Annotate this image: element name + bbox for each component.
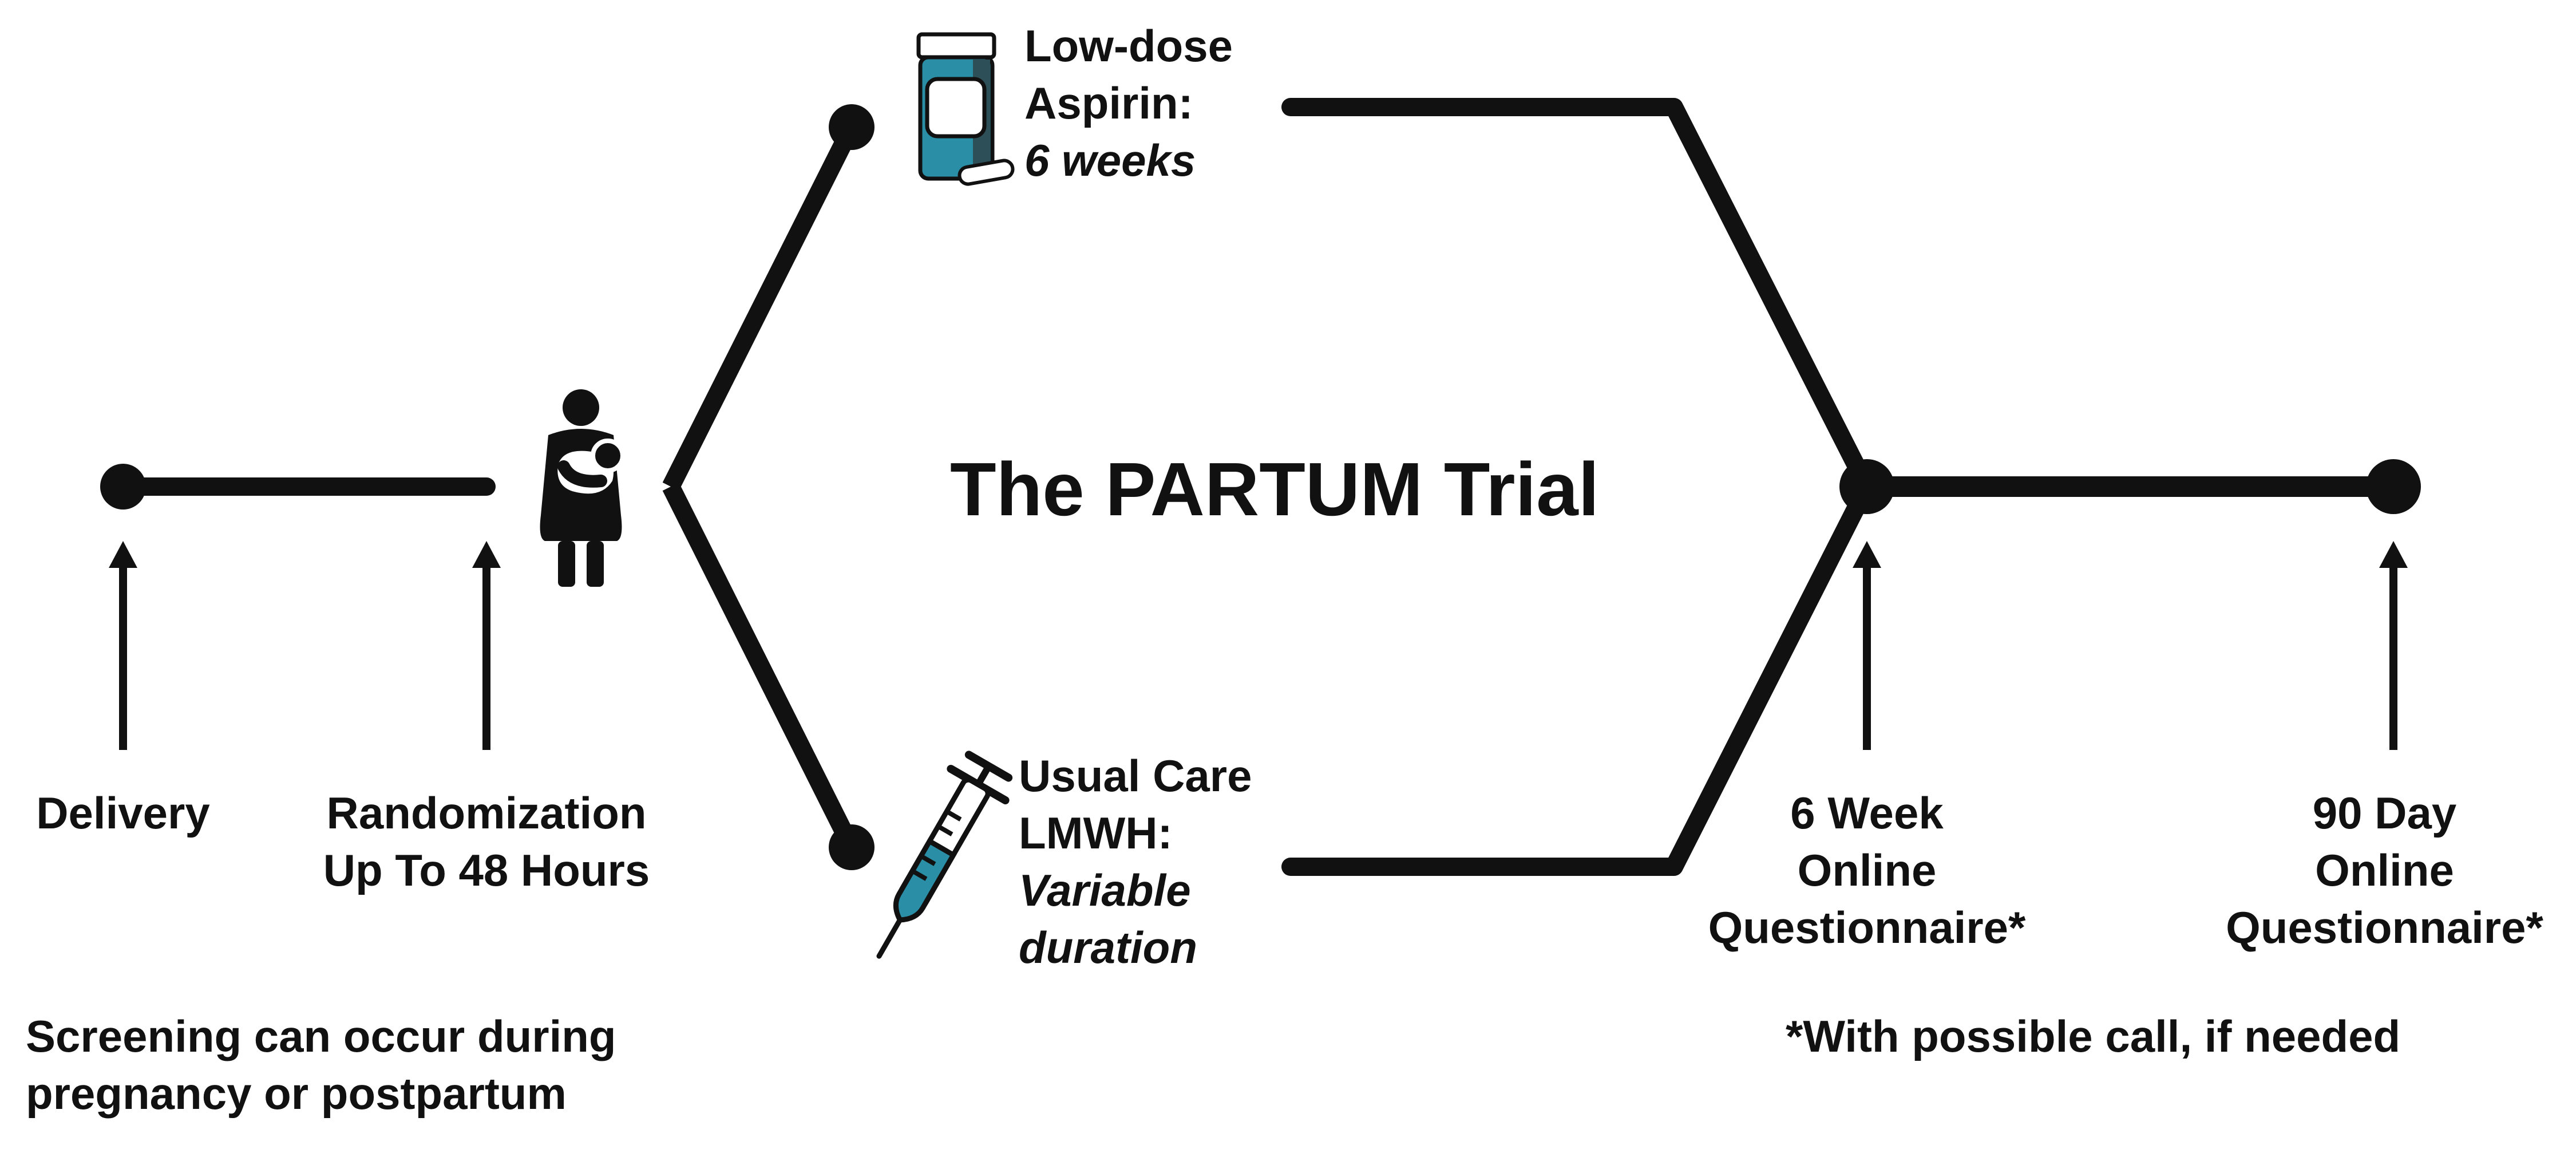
ninety-day-line-3: Questionnaire* bbox=[2226, 902, 2543, 953]
delivery-text: Delivery bbox=[36, 788, 210, 838]
usual-care-label: Usual Care LMWH: Variable duration bbox=[1019, 747, 1252, 976]
usual-care-duration-line-2: duration bbox=[1019, 922, 1197, 973]
pill-bottle-icon bbox=[916, 32, 1015, 186]
usual-care-name-line-2: LMWH: bbox=[1019, 808, 1173, 858]
delivery-node bbox=[100, 464, 146, 510]
usual-care-duration-line-1: Variable bbox=[1019, 865, 1191, 915]
six-week-line-3: Questionnaire* bbox=[1708, 902, 2026, 953]
aspirin-name-line-1: Low-dose bbox=[1024, 21, 1233, 71]
syringe-icon bbox=[876, 751, 1013, 959]
randomization-line-1: Randomization bbox=[326, 788, 647, 838]
screening-note-line-1: Screening can occur during bbox=[26, 1011, 616, 1061]
six-week-label: 6 Week Online Questionnaire* bbox=[1667, 784, 2067, 956]
ninety-day-line-2: Online bbox=[2315, 845, 2454, 895]
diagram-title: The PARTUM Trial bbox=[950, 447, 1600, 531]
randomization-line-2: Up To 48 Hours bbox=[323, 845, 650, 895]
six-week-node bbox=[1839, 459, 1894, 514]
mother-baby-icon bbox=[540, 389, 625, 587]
screening-note-line-2: pregnancy or postpartum bbox=[26, 1068, 567, 1119]
aspirin-arm-line bbox=[662, 123, 860, 491]
usual-care-return-line bbox=[1281, 477, 1876, 876]
call-note: *With possible call, if needed bbox=[1786, 1011, 2401, 1061]
six-week-arrow bbox=[1853, 541, 1881, 750]
delivery-arrow bbox=[109, 541, 137, 750]
aspirin-duration: 6 weeks bbox=[1024, 135, 1196, 185]
aspirin-start-node bbox=[829, 104, 875, 150]
ninety-day-line-1: 90 Day bbox=[2312, 788, 2457, 838]
ninety-day-node bbox=[2366, 459, 2421, 514]
usual-care-arm-line bbox=[662, 482, 860, 852]
randomization-arrow bbox=[472, 541, 501, 750]
six-week-line-2: Online bbox=[1797, 845, 1937, 895]
aspirin-label: Low-dose Aspirin: 6 weeks bbox=[1024, 17, 1233, 189]
six-week-line-1: 6 Week bbox=[1790, 788, 1944, 838]
delivery-label: Delivery bbox=[9, 784, 238, 842]
randomization-label: Randomization Up To 48 Hours bbox=[286, 784, 687, 899]
ninety-day-label: 90 Day Online Questionnaire* bbox=[2193, 784, 2576, 956]
usual-care-start-node bbox=[829, 824, 875, 870]
aspirin-return-line bbox=[1281, 98, 1876, 496]
aspirin-name-line-2: Aspirin: bbox=[1024, 78, 1193, 128]
screening-note: Screening can occur during pregnancy or … bbox=[26, 1008, 616, 1122]
usual-care-name-line-1: Usual Care bbox=[1019, 751, 1252, 801]
ninety-day-arrow bbox=[2379, 541, 2408, 750]
